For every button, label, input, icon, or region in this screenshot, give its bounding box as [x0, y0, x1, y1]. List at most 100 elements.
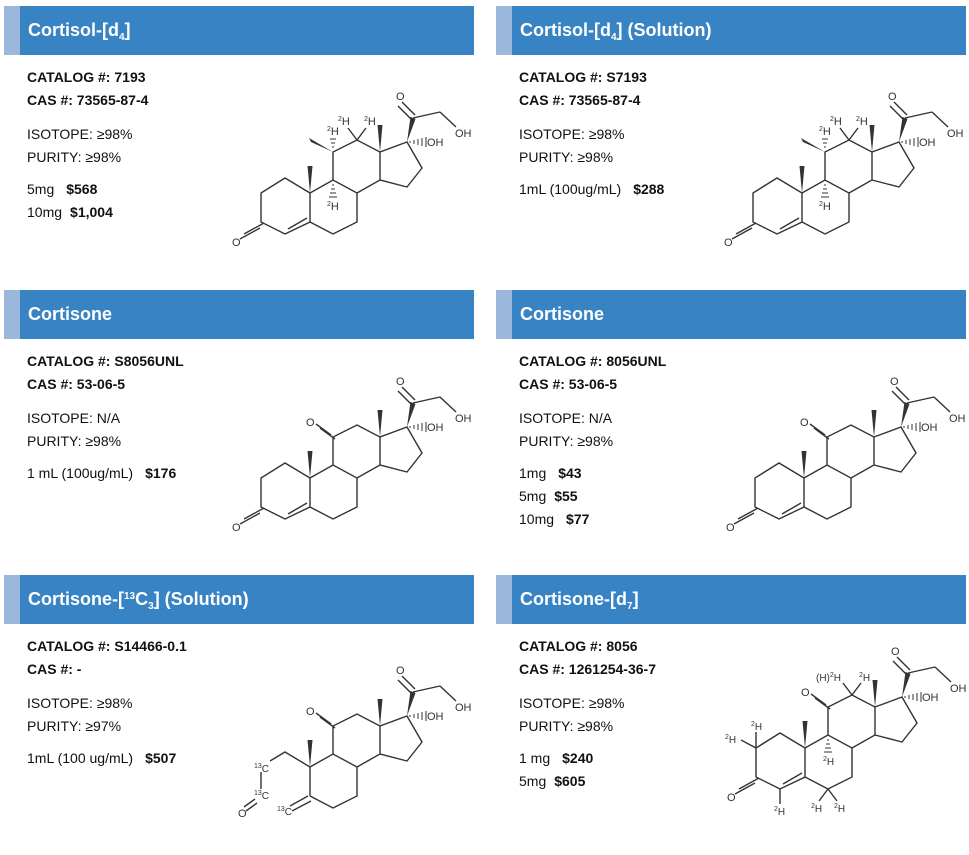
svg-text:13C: 13C — [277, 806, 292, 818]
price-row[interactable]: 1mg$43 — [519, 465, 582, 481]
product-info: CATALOG #: 8056 CAS #: 1261254-36-7 ISOT… — [519, 635, 656, 793]
price-row[interactable]: 10mg$77 — [519, 511, 590, 527]
svg-text:O: O — [306, 417, 315, 429]
catalog-number: CATALOG #: S14466-0.1 — [27, 638, 187, 654]
svg-text:O: O — [306, 706, 315, 718]
product-title[interactable]: Cortisone — [520, 304, 605, 324]
price-row[interactable]: 10mg$1,004 — [27, 204, 113, 220]
svg-text:OH: OH — [921, 422, 938, 434]
product-card-cortisone: Cortisone CATALOG #: 8056UNL CAS #: 53-0… — [496, 290, 966, 570]
catalog-number: CATALOG #: 7193 — [27, 69, 146, 85]
product-header[interactable]: Cortisone-[13C3] (Solution) — [4, 575, 474, 624]
svg-text:2H: 2H — [338, 116, 350, 128]
chemical-structure-cortisol-d4: O O OH OH 2H 2H 2H 2H — [724, 91, 964, 249]
cas-number: CAS #: 73565-87-4 — [519, 92, 641, 108]
isotope-purity-value: ISOTOPE: ≥98% — [519, 695, 625, 711]
svg-text:O: O — [232, 522, 241, 534]
chemical-structure-cortisone-d7: O O O OH OH (H)2H 2H 2H 2H 2H 2H 2H 2H — [725, 646, 966, 818]
svg-text:13C: 13C — [254, 790, 269, 802]
product-card-cortisone-d7: Cortisone-[d7] CATALOG #: 8056 CAS #: 12… — [496, 575, 966, 855]
price-row[interactable]: 5mg$55 — [519, 488, 578, 504]
price-row[interactable]: 5mg$605 — [519, 773, 586, 789]
cas-number: CAS #: 53-06-5 — [27, 376, 126, 392]
svg-text:OH: OH — [949, 413, 966, 425]
header-accent — [4, 6, 20, 55]
svg-text:O: O — [800, 417, 809, 429]
chemical-structure-cortisol-d4: O O OH OH 2H 2H 2H 2H — [232, 91, 472, 249]
chemical-purity-value: PURITY: ≥98% — [27, 433, 122, 449]
svg-text:2H: 2H — [327, 201, 339, 213]
isotope-purity-value: ISOTOPE: N/A — [27, 410, 121, 426]
product-title[interactable]: Cortisol-[d4] (Solution) — [520, 20, 712, 43]
product-title[interactable]: Cortisone-[13C3] (Solution) — [28, 589, 249, 612]
product-info: CATALOG #: S8056UNL CAS #: 53-06-5 ISOTO… — [27, 350, 184, 485]
svg-text:2H: 2H — [819, 201, 831, 213]
header-accent — [496, 290, 512, 339]
product-title[interactable]: Cortisone — [28, 304, 113, 324]
product-info: CATALOG #: S7193 CAS #: 73565-87-4 ISOTO… — [519, 66, 664, 201]
svg-text:O: O — [726, 522, 735, 534]
svg-text:(H)2H: (H)2H — [816, 672, 841, 684]
price-row[interactable]: 5mg$568 — [27, 181, 98, 197]
price-row[interactable]: 1mL (100ug/mL)$288 — [519, 181, 665, 197]
catalog-number: CATALOG #: S8056UNL — [27, 353, 184, 369]
svg-text:OH: OH — [427, 711, 444, 723]
svg-text:OH: OH — [455, 413, 472, 425]
cas-number: CAS #: 73565-87-4 — [27, 92, 149, 108]
cas-number: CAS #: - — [27, 661, 82, 677]
svg-text:2H: 2H — [830, 116, 842, 128]
product-header[interactable]: Cortisone-[d7] — [496, 575, 966, 624]
product-header[interactable]: Cortisol-[d4] (Solution) — [496, 6, 966, 55]
header-accent — [496, 6, 512, 55]
svg-text:2H: 2H — [725, 734, 736, 746]
chemical-purity-value: PURITY: ≥98% — [27, 149, 122, 165]
catalog-number: CATALOG #: 8056UNL — [519, 353, 667, 369]
svg-text:O: O — [396, 665, 405, 677]
catalog-number: CATALOG #: S7193 — [519, 69, 647, 85]
svg-text:OH: OH — [427, 422, 444, 434]
product-info: CATALOG #: 7193 CAS #: 73565-87-4 ISOTOP… — [27, 66, 148, 224]
svg-text:2H: 2H — [811, 803, 822, 815]
product-card-cortisol-d4: Cortisol-[d4] CATALOG #: 7193 CAS #: 735… — [4, 6, 474, 286]
svg-text:OH: OH — [455, 128, 472, 140]
svg-text:O: O — [232, 237, 241, 249]
svg-text:2H: 2H — [751, 721, 762, 733]
price-row[interactable]: 1 mg$240 — [519, 750, 594, 766]
svg-text:2H: 2H — [823, 756, 834, 768]
product-title[interactable]: Cortisone-[d7] — [520, 589, 639, 612]
chemical-structure-cortisone: O O O OH OH — [232, 376, 472, 534]
svg-text:13C: 13C — [254, 763, 269, 775]
chemical-structure-cortisone-13c3: O O O OH OH 13C 13C 13C — [238, 665, 472, 820]
svg-text:2H: 2H — [856, 116, 868, 128]
cas-number: CAS #: 53-06-5 — [519, 376, 618, 392]
svg-text:OH: OH — [427, 137, 444, 149]
svg-text:O: O — [890, 376, 899, 388]
svg-text:2H: 2H — [774, 806, 785, 818]
product-header[interactable]: Cortisone — [4, 290, 474, 339]
product-card-cortisone: Cortisone CATALOG #: S8056UNL CAS #: 53-… — [4, 290, 474, 570]
svg-text:2H: 2H — [859, 672, 870, 684]
cas-number: CAS #: 1261254-36-7 — [519, 661, 656, 677]
svg-text:O: O — [891, 646, 900, 658]
chemical-purity-value: PURITY: ≥98% — [519, 718, 614, 734]
price-row[interactable]: 1mL (100 ug/mL)$507 — [27, 750, 177, 766]
chemical-purity-value: PURITY: ≥97% — [27, 718, 122, 734]
product-card-cortisol-d4-solution: Cortisol-[d4] (Solution) CATALOG #: S719… — [496, 6, 966, 286]
svg-text:2H: 2H — [364, 116, 376, 128]
header-accent — [4, 575, 20, 624]
product-title[interactable]: Cortisol-[d4] — [28, 20, 131, 43]
product-info: CATALOG #: 8056UNL CAS #: 53-06-5 ISOTOP… — [519, 350, 666, 531]
header-accent — [496, 575, 512, 624]
svg-text:OH: OH — [947, 128, 964, 140]
price-row[interactable]: 1 mL (100ug/mL)$176 — [27, 465, 177, 481]
chemical-purity-value: PURITY: ≥98% — [519, 149, 614, 165]
product-header[interactable]: Cortisol-[d4] — [4, 6, 474, 55]
isotope-purity-value: ISOTOPE: ≥98% — [27, 126, 133, 142]
svg-text:O: O — [396, 91, 405, 103]
svg-text:O: O — [888, 91, 897, 103]
product-header[interactable]: Cortisone — [496, 290, 966, 339]
svg-text:O: O — [801, 687, 810, 699]
isotope-purity-value: ISOTOPE: N/A — [519, 410, 613, 426]
catalog-number: CATALOG #: 8056 — [519, 638, 638, 654]
svg-text:OH: OH — [919, 137, 936, 149]
